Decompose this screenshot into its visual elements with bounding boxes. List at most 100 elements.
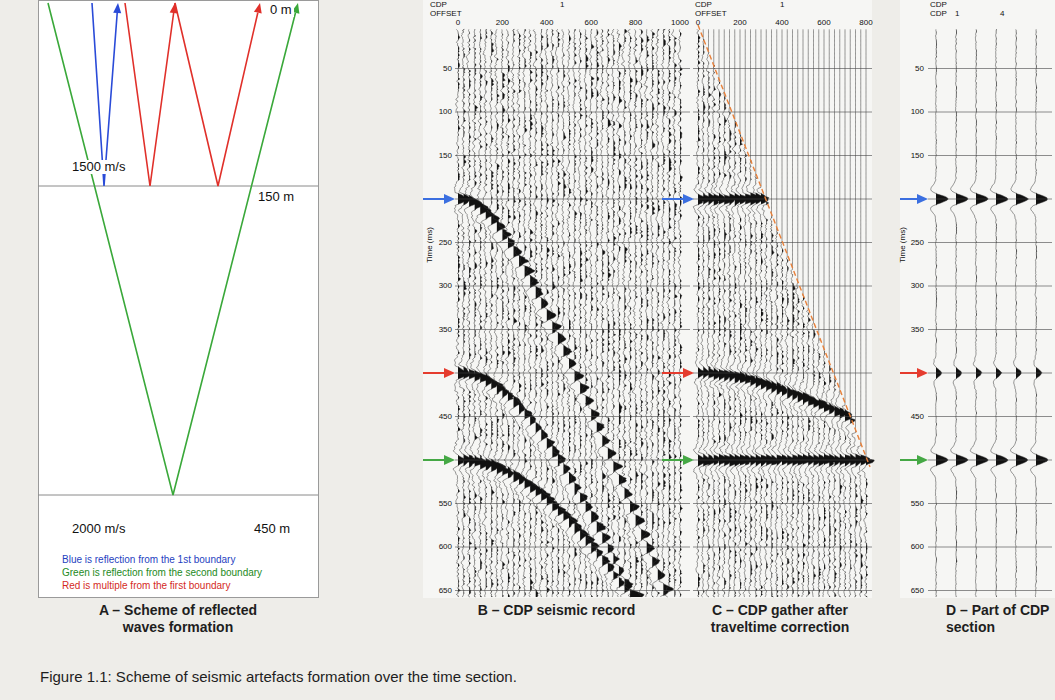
trace-fill bbox=[636, 29, 645, 597]
time-grid-line bbox=[693, 112, 872, 113]
time-grid-line bbox=[455, 547, 690, 548]
trace-wiggle bbox=[476, 29, 489, 597]
tick-label: 450 bbox=[439, 412, 452, 421]
event-arrow bbox=[662, 372, 684, 374]
tick-label: 600 bbox=[439, 543, 452, 552]
ray-arrowhead bbox=[254, 3, 262, 14]
panel-caption: C – CDP gather after traveltime correcti… bbox=[680, 602, 880, 636]
trace-wiggle bbox=[851, 29, 865, 597]
axis-header: OFFSET bbox=[695, 10, 727, 19]
event-arrows bbox=[423, 194, 928, 465]
trace-wiggle bbox=[793, 29, 807, 597]
tick-label: 300 bbox=[911, 282, 924, 291]
trace-wiggle bbox=[481, 29, 494, 597]
tick-label: 50 bbox=[443, 64, 452, 73]
trace-wiggle bbox=[503, 29, 515, 597]
tick-label: 250 bbox=[911, 238, 924, 247]
tick-label: 800 bbox=[859, 19, 872, 28]
trace-wiggle bbox=[520, 29, 535, 597]
trace-fill bbox=[569, 29, 578, 597]
panel-caption: D – Part of CDP section bbox=[946, 602, 1050, 636]
trace-wiggle bbox=[585, 29, 599, 597]
tick-label: 400 bbox=[540, 19, 553, 28]
trace-wiggle bbox=[740, 29, 753, 597]
tick-label: 350 bbox=[911, 325, 924, 334]
event-arrowhead bbox=[917, 368, 928, 378]
time-grid-line bbox=[455, 460, 690, 461]
tick-label: 550 bbox=[911, 499, 924, 508]
trace-wiggle bbox=[693, 29, 706, 597]
trace-wiggle bbox=[698, 29, 712, 597]
event-arrow bbox=[423, 372, 445, 374]
trace-fill bbox=[782, 29, 791, 597]
trace-wiggle bbox=[710, 29, 723, 597]
trace-wiggle bbox=[778, 29, 791, 597]
velocity-label: 1500 m/s bbox=[70, 160, 127, 174]
time-grid-line bbox=[455, 416, 690, 417]
legend-text: Blue is reflection from the 1st boundary bbox=[62, 554, 235, 565]
event-arrowhead bbox=[444, 368, 455, 378]
axis-header: 1 bbox=[955, 10, 959, 19]
trace-fill bbox=[491, 29, 499, 597]
axis-header: 1 bbox=[780, 1, 784, 10]
axis-header: 4 bbox=[1000, 10, 1004, 19]
time-grid-line bbox=[455, 590, 690, 591]
trace-wiggle bbox=[470, 29, 482, 597]
time-grid-line bbox=[693, 68, 872, 69]
axis-header: OFFSET bbox=[430, 10, 462, 19]
tick-label: 600 bbox=[911, 543, 924, 552]
tick-label: 800 bbox=[629, 19, 642, 28]
trace-wiggle bbox=[487, 29, 500, 597]
trace-fill bbox=[469, 29, 477, 597]
trace-wiggle bbox=[970, 29, 988, 597]
event-arrowhead bbox=[917, 194, 928, 204]
trace-wiggle bbox=[509, 29, 523, 597]
event-arrow bbox=[423, 198, 445, 200]
trace-fill bbox=[856, 29, 865, 597]
event-arrow bbox=[900, 198, 918, 200]
tick-label: 350 bbox=[439, 325, 452, 334]
depth-label: 0 m bbox=[268, 3, 294, 17]
axis-title: Time (ms) bbox=[899, 227, 908, 263]
trace-wiggle bbox=[514, 29, 528, 597]
time-grid-line bbox=[455, 242, 690, 243]
time-grid-line bbox=[693, 199, 872, 200]
tick-label: 1000 bbox=[671, 19, 689, 28]
trace-fill bbox=[486, 29, 494, 597]
blue-ray bbox=[92, 3, 117, 186]
trace-wiggle bbox=[951, 29, 968, 597]
time-grid-line bbox=[928, 416, 1052, 417]
time-grid-line bbox=[693, 416, 872, 417]
time-grid-line bbox=[455, 112, 690, 113]
trace-wiggle bbox=[595, 29, 611, 597]
trace-wiggle bbox=[819, 29, 832, 597]
axis-header: 1 bbox=[560, 1, 564, 10]
trace-fill bbox=[814, 29, 822, 597]
event-arrowhead bbox=[444, 455, 455, 465]
trace-fill bbox=[591, 29, 599, 597]
time-grid-line bbox=[928, 199, 1052, 200]
tick-label: 450 bbox=[911, 412, 924, 421]
legend-text: Red is multiple from the first boundary bbox=[62, 580, 230, 591]
trace-fill bbox=[956, 29, 968, 597]
trace-wiggle bbox=[677, 29, 682, 597]
legend-text: Green is reflection from the second boun… bbox=[62, 567, 262, 578]
panel-caption: A – Scheme of reflected waves formation bbox=[78, 602, 278, 636]
tick-label: 200 bbox=[733, 19, 746, 28]
event-arrowhead bbox=[444, 194, 455, 204]
time-grid-line bbox=[928, 155, 1052, 156]
trace-fill bbox=[835, 29, 843, 597]
tick-label: 0 bbox=[696, 19, 700, 28]
trace-wiggle bbox=[931, 29, 949, 597]
tick-label: 550 bbox=[439, 499, 452, 508]
event-arrow bbox=[900, 372, 918, 374]
trace-fill bbox=[703, 29, 712, 597]
time-grid-line bbox=[693, 329, 872, 330]
figure-caption: Figure 1.1: Scheme of seismic artefacts … bbox=[40, 668, 517, 685]
tick-label: 150 bbox=[439, 151, 452, 160]
trace-fill bbox=[761, 29, 770, 597]
time-grid-line bbox=[928, 460, 1052, 461]
event-arrow bbox=[423, 459, 445, 461]
